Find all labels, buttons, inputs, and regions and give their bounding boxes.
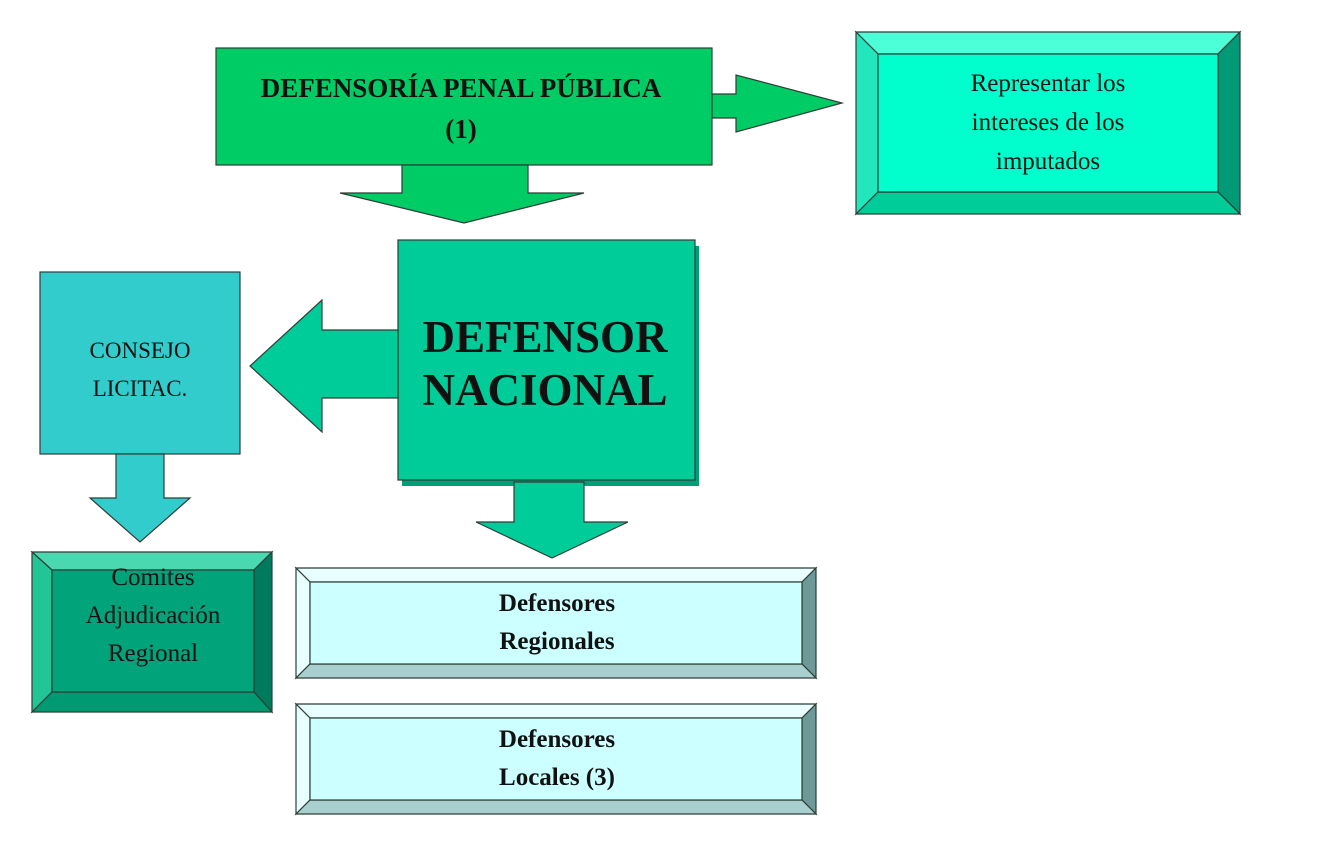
consejo-licitacion-box — [39, 271, 241, 455]
defensores-locales-title: Defensores Locales (3) — [498, 726, 616, 791]
comites-adjudicacion-regional-title: Comites Adjudicación Regional — [85, 564, 221, 667]
purpose-box-face — [877, 53, 1219, 193]
defensor-nacional-title: DEFENSOR NACIONAL — [422, 312, 668, 415]
arrow-to-committees — [88, 453, 192, 543]
national-box — [397, 239, 699, 486]
defensor-nacional-box — [397, 239, 696, 481]
defensoria-penal-publica-box — [215, 47, 713, 166]
regionals-box-face — [309, 581, 803, 665]
arrow-to-national — [339, 164, 585, 224]
arrow-to-regionals — [475, 481, 629, 559]
defensoria-penal-publica-title: DEFENSORÍA PENAL PÚBLICA (1) — [260, 73, 662, 144]
top-box — [215, 47, 713, 166]
purpose-box — [854, 30, 1242, 216]
committees-box-face — [51, 569, 255, 693]
defensores-regionales-title: Defensores Regionales — [498, 590, 616, 655]
left-arrow — [249, 298, 399, 434]
arrow-to-council — [249, 298, 399, 434]
consejo-licitacion-title: CONSEJO LICITAC. — [89, 338, 191, 401]
arrow-to-purpose — [711, 74, 845, 133]
down-arrow-council — [88, 453, 192, 543]
council-box — [39, 271, 241, 455]
committees-box — [30, 550, 274, 714]
locals-box — [294, 702, 818, 816]
right-arrow — [711, 74, 845, 133]
locals-box-face — [309, 717, 803, 801]
represent-interests-text: Representar los intereses de los imputad… — [970, 69, 1126, 175]
down-arrow-national — [475, 481, 629, 559]
down-arrow-main — [339, 164, 585, 224]
regionals-box — [294, 566, 818, 680]
